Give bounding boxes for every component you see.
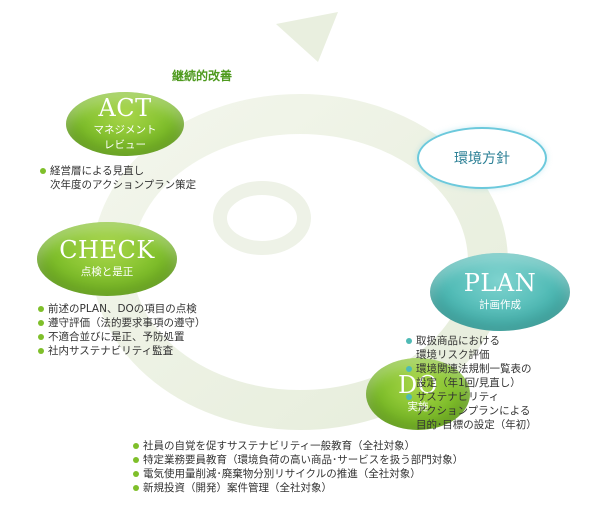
cycle-inner-swirl	[213, 181, 311, 255]
list-item-line: 環境リスク評価	[416, 349, 490, 361]
list-item: 環境関連法規制一覧表の設定（年1回/見直し）	[406, 362, 537, 390]
list-item: 新規投資（開発）案件管理（全社対象）	[133, 481, 463, 495]
list-item-line: 設定（年1回/見直し）	[416, 377, 521, 389]
list-item-line: 遵守評価（法的要求事項の遵守）	[48, 317, 206, 329]
list-item-line: 新規投資（開発）案件管理（全社対象）	[143, 482, 332, 494]
list-item: 特定業務要員教育（環境負荷の高い商品･サービスを扱う部門対象）	[133, 453, 463, 467]
act-subtitle: マネジメント レビュー	[94, 123, 157, 151]
cycle-arrowhead	[276, 12, 338, 62]
list-item: 社内サステナビリティ監査	[38, 344, 206, 358]
do-subtitle: 実施	[407, 401, 429, 414]
list-item: 前述のPLAN、DOの項目の点検	[38, 302, 206, 316]
list-item-line: サステナビリティ	[416, 391, 500, 403]
list-item: 不適合並びに是正、予防処置	[38, 330, 206, 344]
list-item-line: 特定業務要員教育（環境負荷の高い商品･サービスを扱う部門対象）	[143, 454, 464, 466]
list-item-line: 経営層による見直し	[50, 165, 145, 177]
list-item-line: 社内サステナビリティ監査	[48, 345, 174, 357]
list-item-line: 目的･目標の設定（年初）	[416, 419, 537, 431]
list-item: 取扱商品における環境リスク評価	[406, 334, 537, 362]
do-node: DO 実施	[366, 358, 470, 430]
do-item-list: 社員の自覚を促すサステナビリティ一般教育（全社対象） 特定業務要員教育（環境負荷の…	[133, 439, 463, 495]
plan-subtitle: 計画作成	[479, 299, 521, 312]
bullet-dot-icon	[133, 485, 139, 491]
check-title: CHECK	[59, 236, 155, 265]
list-item-line: 次年度のアクションプラン策定	[50, 179, 197, 191]
plan-title: PLAN	[463, 269, 537, 298]
plan-node: PLAN 計画作成	[430, 253, 570, 331]
list-item: サステナビリティアクションプランによる目的･目標の設定（年初）	[406, 390, 537, 432]
do-title: DO	[398, 371, 438, 400]
list-item-line: 取扱商品における	[416, 335, 500, 347]
bullet-dot-icon	[133, 457, 139, 463]
bullet-dot-icon	[38, 306, 44, 312]
act-title: ACT	[98, 94, 152, 123]
bullet-dot-icon	[38, 334, 44, 340]
environmental-policy-node: 環境方針	[417, 127, 547, 189]
list-item: 社員の自覚を促すサステナビリティ一般教育（全社対象）	[133, 439, 463, 453]
bullet-dot-icon	[38, 348, 44, 354]
check-item-list: 前述のPLAN、DOの項目の点検遵守評価（法的要求事項の遵守） 不適合並びに是正、…	[38, 302, 206, 358]
act-node: ACT マネジメント レビュー	[66, 92, 184, 156]
list-item-line: 前述のPLAN、DOの項目の点検	[48, 303, 197, 315]
bullet-dot-icon	[406, 338, 412, 344]
bullet-dot-icon	[133, 471, 139, 477]
act-subtitle-line: レビュー	[104, 138, 146, 151]
check-subtitle: 点検と是正	[80, 266, 134, 279]
bullet-dot-icon	[406, 366, 412, 372]
list-item-line: 社員の自覚を促すサステナビリティ一般教育（全社対象）	[143, 440, 416, 452]
bullet-dot-icon	[133, 443, 139, 449]
bullet-dot-icon	[406, 394, 412, 400]
check-node: CHECK 点検と是正	[37, 222, 177, 296]
continuous-improvement-label: 継続的改善	[172, 69, 233, 83]
act-subtitle-line: マネジメント	[93, 124, 157, 137]
list-item-line: 不適合並びに是正、予防処置	[48, 331, 185, 343]
list-item: 遵守評価（法的要求事項の遵守）	[38, 316, 206, 330]
list-item-line: 電気使用量削減･廃棄物分別リサイクルの推進（全社対象）	[143, 468, 421, 480]
bullet-dot-icon	[38, 320, 44, 326]
list-item: 電気使用量削減･廃棄物分別リサイクルの推進（全社対象）	[133, 467, 463, 481]
list-item-line: アクションプランによる	[416, 405, 531, 417]
list-item: 経営層による見直し次年度のアクションプラン策定	[40, 164, 196, 192]
list-item-line: 環境関連法規制一覧表の	[416, 363, 532, 375]
act-item-list: 経営層による見直し次年度のアクションプラン策定	[40, 164, 196, 192]
bullet-dot-icon	[40, 168, 46, 174]
plan-item-list: 取扱商品における環境リスク評価環境関連法規制一覧表の設定（年1回/見直し）サステ…	[406, 334, 537, 432]
